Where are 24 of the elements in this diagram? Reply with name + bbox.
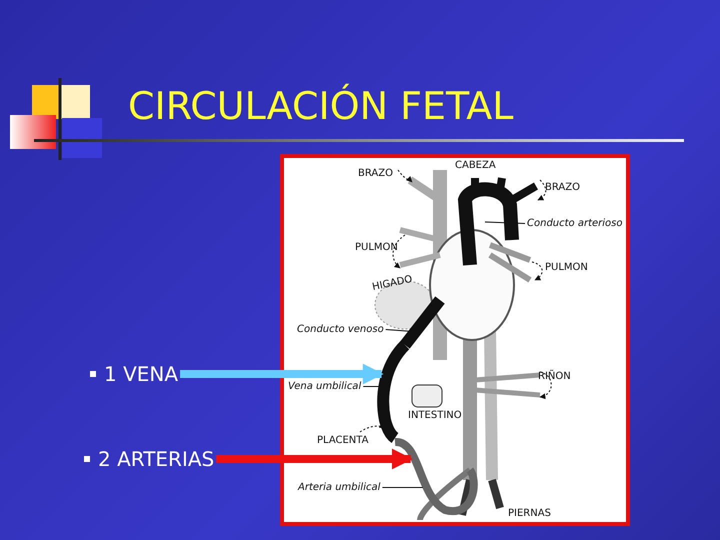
callout-label: Vena umbilical: [288, 381, 362, 392]
part-label: RIÑON: [538, 371, 571, 382]
callout-label: Arteria umbilical: [298, 482, 380, 493]
part-label: PULMON: [355, 242, 398, 253]
slide-title: CIRCULACIÓN FETAL: [128, 84, 514, 128]
part-label: CABEZA: [455, 160, 496, 171]
leader-line: [484, 222, 526, 224]
part-label: PULMON: [545, 262, 588, 273]
bullet-label: 1 VENA: [104, 362, 178, 386]
part-label: BRAZO: [545, 182, 580, 193]
callout-label: Conducto arterioso: [527, 218, 622, 229]
arrow: [216, 448, 413, 470]
callout-label: Conducto venoso: [297, 324, 384, 335]
blood-vessel: [377, 340, 410, 443]
bullet-label: 2 ARTERIAS: [98, 447, 214, 471]
leader-line: [382, 487, 424, 488]
part-label: PLACENTA: [317, 435, 368, 446]
part-label: INTESTINO: [408, 410, 462, 421]
part-label: HIGADO: [371, 274, 414, 294]
part-label: PIERNAS: [508, 508, 551, 519]
arrow: [180, 364, 384, 384]
leader-line: [362, 386, 379, 387]
blood-vessel: [394, 438, 478, 516]
part-label: BRAZO: [358, 168, 393, 179]
